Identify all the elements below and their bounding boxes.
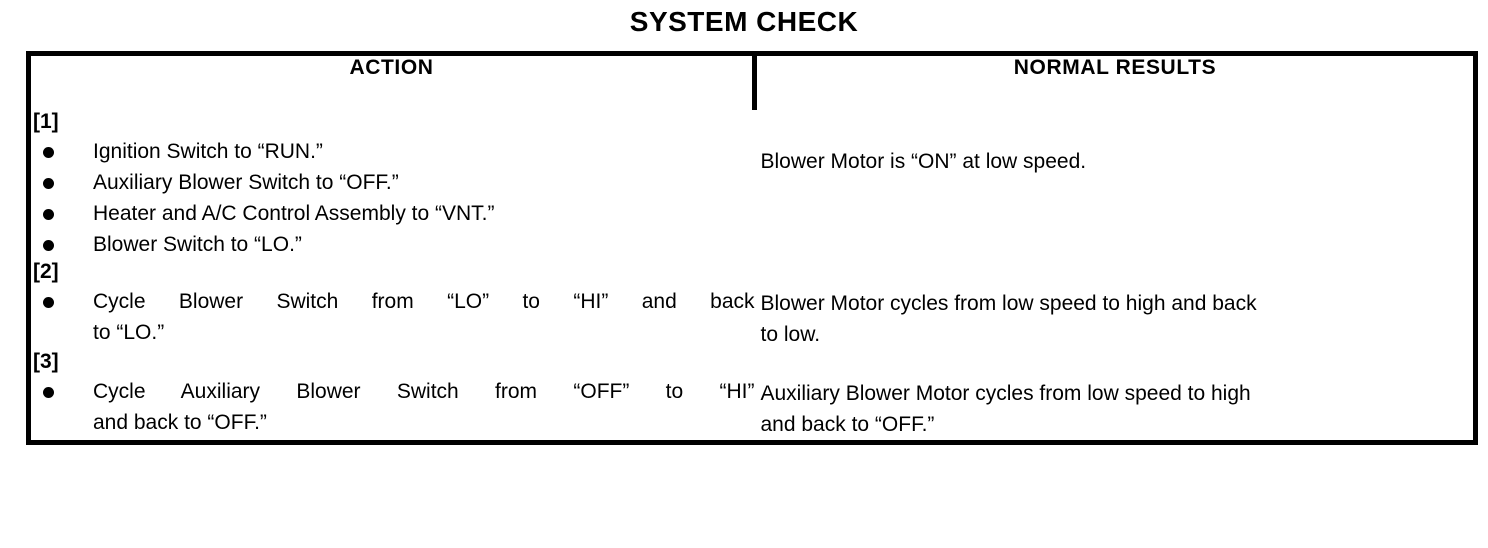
table-row: [2] Cycle Blower Switch from “LO” to “HI… <box>29 260 1476 350</box>
action-text-line2: to “LO.” <box>93 321 165 344</box>
bullet-icon <box>43 240 54 251</box>
action-list-3: Cycle Auxiliary Blower Switch from “OFF”… <box>31 376 755 438</box>
header-row: ACTION NORMAL RESULTS <box>28 53 1476 110</box>
step-number-1: [1] <box>33 110 59 133</box>
table-header: ACTION NORMAL RESULTS <box>28 53 1476 110</box>
table-body: [1] Ignition Switch to “RUN.” Auxiliary … <box>29 110 1476 443</box>
action-cell-1: [1] Ignition Switch to “RUN.” Auxiliary … <box>29 110 755 260</box>
result-line: Blower Motor cycles from low speed to hi… <box>760 292 1257 315</box>
result-text: Auxiliary Blower Motor cycles from low s… <box>755 378 1474 440</box>
result-line: Auxiliary Blower Motor cycles from low s… <box>760 382 1251 405</box>
table-row: [1] Ignition Switch to “RUN.” Auxiliary … <box>29 110 1476 260</box>
result-line: and back to “OFF.” <box>760 413 935 436</box>
list-item: Heater and A/C Control Assembly to “VNT.… <box>31 198 755 229</box>
bullet-icon <box>43 209 54 220</box>
results-cell-1: Blower Motor is “ON” at low speed. <box>755 110 1476 260</box>
list-item: Ignition Switch to “RUN.” <box>31 136 755 167</box>
result-text: Blower Motor cycles from low speed to hi… <box>755 288 1474 350</box>
action-text: Ignition Switch to “RUN.” <box>93 140 323 163</box>
action-text-line1: Cycle Blower Switch from “LO” to “HI” an… <box>93 290 755 313</box>
result-line: Blower Motor is “ON” at low speed. <box>760 150 1087 173</box>
bullet-icon <box>43 178 54 189</box>
result-line: to low. <box>760 323 821 346</box>
list-item: Blower Switch to “LO.” <box>31 229 755 260</box>
action-text: Blower Switch to “LO.” <box>93 233 302 256</box>
action-text: Heater and A/C Control Assembly to “VNT.… <box>93 202 495 225</box>
results-cell-3: Auxiliary Blower Motor cycles from low s… <box>755 350 1476 443</box>
step-number-3: [3] <box>33 350 59 373</box>
bullet-icon <box>43 387 54 398</box>
action-text-line1: Cycle Auxiliary Blower Switch from “OFF”… <box>93 380 755 403</box>
action-text: Auxiliary Blower Switch to “OFF.” <box>93 171 399 194</box>
action-cell-2: [2] Cycle Blower Switch from “LO” to “HI… <box>29 260 755 350</box>
system-check-table: ACTION NORMAL RESULTS [1] Ignition Switc… <box>26 51 1478 445</box>
results-cell-2: Blower Motor cycles from low speed to hi… <box>755 260 1476 350</box>
page-title: SYSTEM CHECK <box>629 6 859 37</box>
list-item: Cycle Blower Switch from “LO” to “HI” an… <box>31 286 755 348</box>
column-header-normal-results: NORMAL RESULTS <box>1013 56 1217 79</box>
bullet-icon <box>43 147 54 158</box>
action-list-1: Ignition Switch to “RUN.” Auxiliary Blow… <box>31 136 755 260</box>
table-row: [3] Cycle Auxiliary Blower Switch from “… <box>29 350 1476 443</box>
action-text-line2: and back to “OFF.” <box>93 411 267 434</box>
result-text: Blower Motor is “ON” at low speed. <box>755 146 1474 177</box>
action-list-2: Cycle Blower Switch from “LO” to “HI” an… <box>31 286 755 348</box>
column-header-action: ACTION <box>28 53 757 110</box>
list-item: Cycle Auxiliary Blower Switch from “OFF”… <box>31 376 755 438</box>
list-item: Auxiliary Blower Switch to “OFF.” <box>31 167 755 198</box>
action-cell-3: [3] Cycle Auxiliary Blower Switch from “… <box>29 350 755 443</box>
bullet-icon <box>43 297 54 308</box>
step-number-2: [2] <box>33 260 59 283</box>
